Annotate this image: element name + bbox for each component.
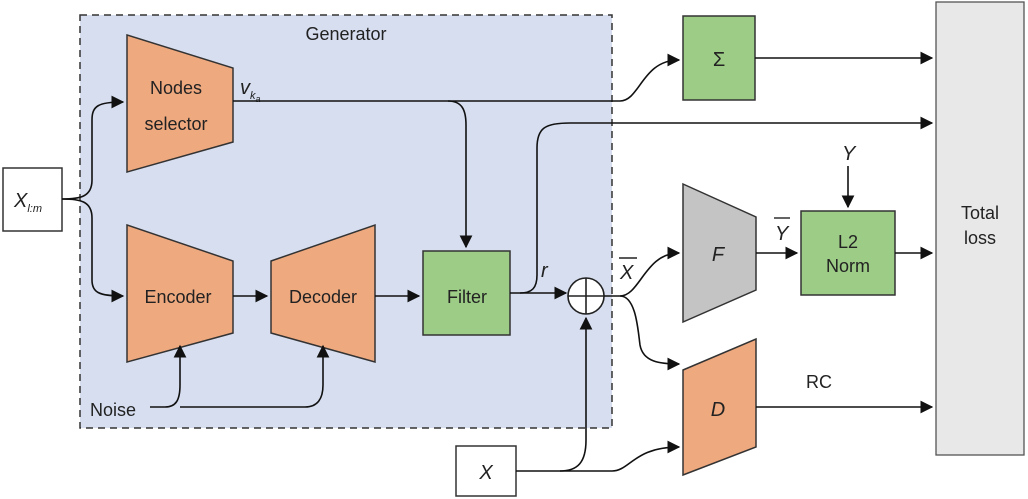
nodes-selector-label-1: Nodes [150,78,202,98]
input-x-lm-box [2,167,63,232]
total-loss-label-2: loss [964,228,996,248]
l2-norm-box [800,210,896,296]
total-loss-label-1: Total [961,203,999,223]
edge-x-to-d [560,440,681,472]
sigma-label: Σ [713,49,725,71]
filter-label: Filter [447,287,487,307]
l2-norm-label-2: Norm [826,256,870,276]
edge-input-to-nodes-selector [61,95,125,200]
total-loss-box [935,1,1025,456]
input-x-box [455,445,517,497]
edge-r-to-total-loss [519,116,934,294]
noise-label: Noise [90,400,136,420]
edge-nodes-to-sigma [448,53,681,102]
edge-add-to-d [619,295,681,371]
rc-label: RC [806,372,832,392]
edge-noise-to-encoder [150,344,187,408]
d-label: D [711,399,725,421]
input-x-label: X [478,462,493,484]
generator-label: Generator [305,24,386,44]
input-x-lm-label: Xl:m [13,190,42,215]
edge-input-to-encoder [61,198,125,303]
nodes-selector-shape [126,33,234,173]
edge-noise-to-decoder [180,344,330,408]
v-ka-label: vka [240,77,261,104]
y-label: Y [842,143,857,165]
ybar-label: Y [775,223,790,245]
f-shape [682,182,757,324]
decoder-label: Decoder [289,287,357,307]
l2-norm-label-1: L2 [838,232,858,252]
encoder-label: Encoder [144,287,211,307]
nodes-selector-label-2: selector [144,114,207,134]
encoder-shape [126,223,234,363]
r-label: r [541,260,549,282]
f-label: F [712,244,726,266]
decoder-shape [270,223,376,363]
xbar-label: X [619,262,634,284]
d-shape [682,337,757,477]
edge-add-to-f [604,246,681,297]
filter-box [422,250,511,336]
